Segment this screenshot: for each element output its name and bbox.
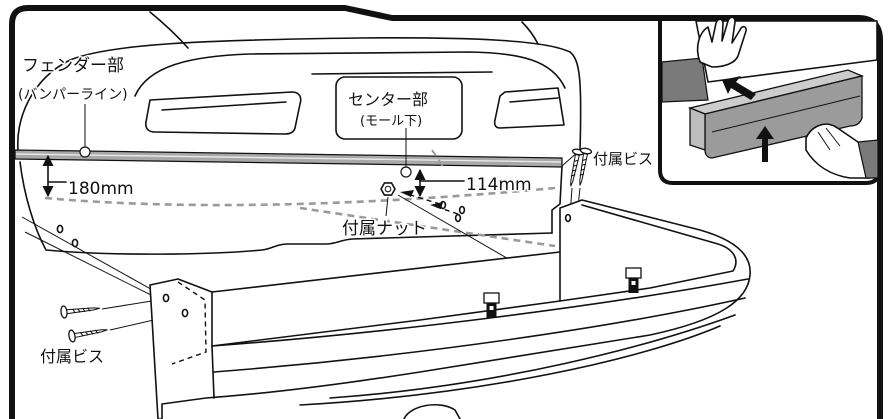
nut-label: 付属ナット [342, 219, 427, 239]
lower-screws [60, 298, 185, 343]
bumper-line-molding [14, 149, 563, 168]
screw-icon [68, 329, 108, 343]
nut-insert-arrows [400, 190, 459, 215]
left-tail-light [145, 91, 302, 135]
center-height-label: 114mm [466, 175, 532, 195]
lower-screws-label: 付属ビス [40, 347, 104, 366]
right-tail-light [493, 87, 565, 129]
screw-icon [60, 305, 100, 319]
upper-screws [569, 147, 593, 227]
hand-icon [805, 123, 879, 179]
license-plate-recess [335, 76, 463, 140]
body-mounting-holes [56, 200, 575, 248]
push-arrow-icon [756, 126, 774, 162]
rear-bumper [149, 199, 751, 419]
fender-height-label: 180mm [68, 179, 134, 199]
center-part-note: (モール下) [360, 114, 422, 129]
bumper-position-guide [44, 149, 556, 248]
diagram-frame [9, 5, 883, 419]
center-part-label: センター部 [348, 90, 428, 109]
center-reference-marker [400, 128, 412, 178]
clip-icon [483, 292, 500, 318]
fender-reference-marker [79, 104, 91, 158]
clip-icon [625, 267, 642, 293]
fender-part-note: (バンパーライン) [18, 87, 128, 103]
fender-height-dimension [42, 154, 67, 198]
fender-part-label: フェンダー部 [22, 56, 124, 76]
nut-icon [380, 182, 396, 217]
push-arrow-icon [722, 76, 756, 100]
center-height-dimension [414, 168, 465, 198]
upper-screws-label: 付属ビス [593, 150, 653, 168]
fitting-inset [658, 16, 882, 185]
inset-bumper [687, 69, 865, 159]
car-rear-body [17, 11, 582, 255]
hand-icon [696, 16, 747, 68]
screw-icon [579, 147, 593, 186]
screw-icon [570, 148, 585, 187]
